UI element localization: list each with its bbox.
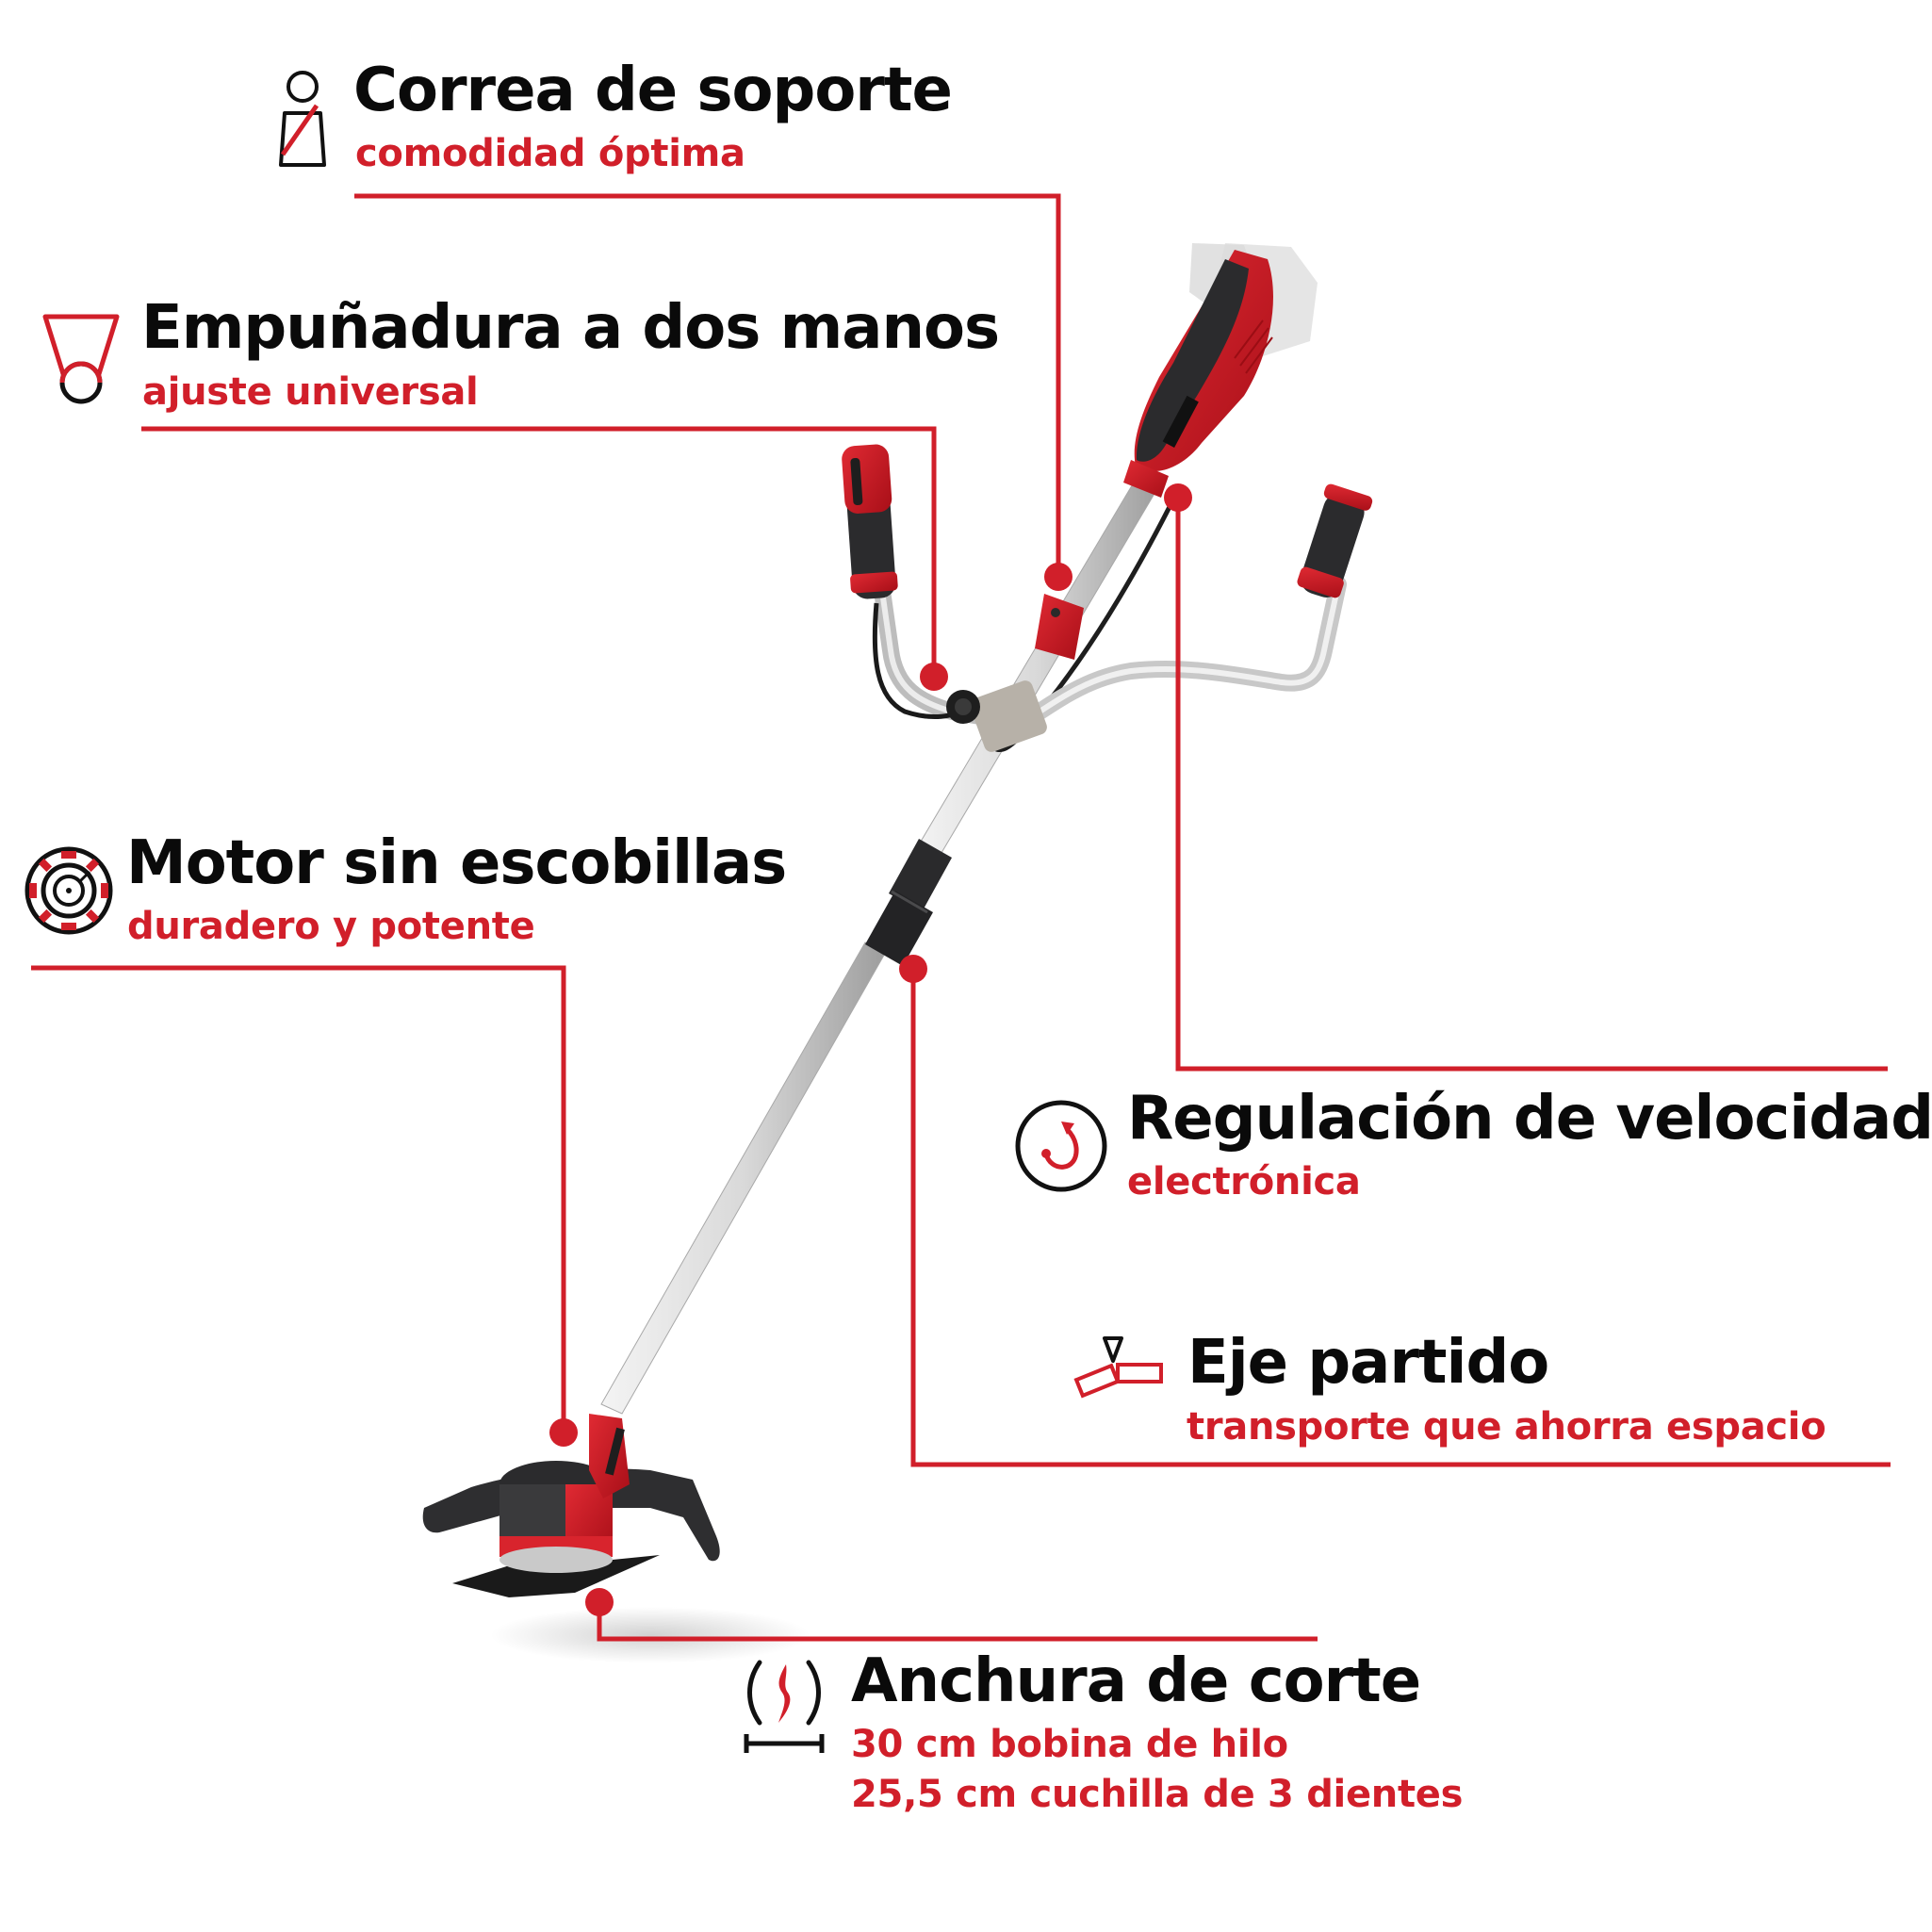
callout-line-velocidad (1175, 498, 1888, 1072)
right-grip (1297, 483, 1373, 598)
brushless-motor-icon (24, 845, 114, 936)
motor-housing (1123, 243, 1318, 498)
callout-dot-correa (1044, 563, 1072, 591)
feature-title: Correa de soporte (353, 56, 953, 125)
callout-dot-anchura (585, 1588, 614, 1616)
feature-subtitle: transporte que ahorra espacio (1187, 1405, 1826, 1449)
callout-lines (31, 193, 1891, 1642)
feature-title: Anchura de corte (851, 1646, 1421, 1716)
harness-strap-icon (273, 68, 332, 170)
feature-subtitle: duradero y potente (127, 905, 535, 948)
callout-dot-empunadura (920, 663, 948, 691)
callout-dot-eje (899, 955, 927, 983)
callout-line-empunadura (141, 426, 937, 677)
split-shaft-coupler (865, 839, 952, 966)
callout-line-eje (910, 969, 1891, 1467)
cutting-width-icon (741, 1657, 827, 1755)
trimmer-head (422, 1414, 720, 1597)
feature-title: Motor sin escobillas (126, 828, 787, 898)
bike-handle-icon (36, 309, 126, 409)
feature-title: Eje partido (1187, 1328, 1549, 1398)
callout-dots (549, 483, 1192, 1616)
feature-title: Regulación de velocidad (1127, 1084, 1932, 1154)
harness-bracket (1035, 594, 1084, 660)
callout-dot-motor (549, 1418, 578, 1447)
feature-title: Empuñadura a dos manos (141, 293, 1000, 363)
feature-subtitle: electrónica (1127, 1160, 1361, 1203)
feature-subtitle: comodidad óptima (355, 132, 745, 175)
lower-shaft (600, 941, 887, 1415)
callout-line-motor (31, 965, 566, 1433)
callout-line-correa (354, 193, 1061, 577)
power-cable (988, 488, 1181, 753)
feature-subtitle-line-1: 30 cm bobina de hilo (851, 1723, 1288, 1766)
speed-regulation-icon (1014, 1099, 1108, 1193)
bike-handlebar (872, 576, 1347, 752)
left-grip (842, 444, 898, 599)
ground-shadow (490, 1607, 810, 1663)
split-shaft-icon (1072, 1334, 1167, 1406)
callout-dot-velocidad (1164, 483, 1192, 512)
feature-subtitle-line-2: 25,5 cm cuchilla de 3 dientes (851, 1773, 1464, 1816)
feature-subtitle: ajuste universal (142, 370, 479, 414)
